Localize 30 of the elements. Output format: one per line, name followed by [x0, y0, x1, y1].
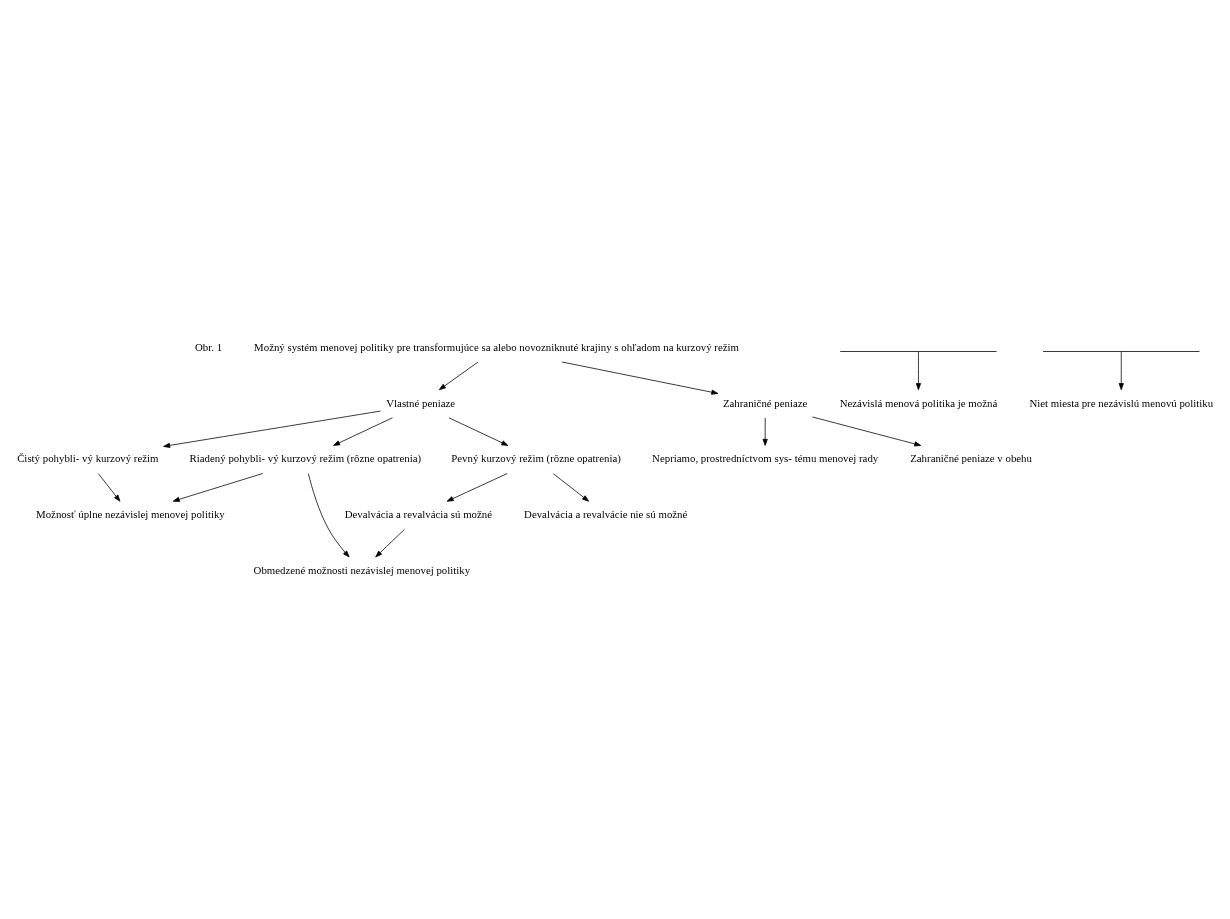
arrow: [307, 473, 350, 558]
node-text: Možnosť úplne nezávislej menovej politiky: [36, 508, 225, 521]
node-text: Riadený pohybli- vý kurzový režim (rôzne opatrenia): [189, 452, 422, 465]
node-text: Pevný kurzový režim (rôzne opatrenia): [451, 452, 621, 465]
node-text: Zahraničné peniaze: [722, 396, 808, 409]
arrow: [438, 361, 479, 391]
node-text: Zahraničné peniaze v obehu: [910, 452, 1032, 465]
node-text: Nezávislá menová politika je možná: [839, 396, 998, 409]
node-text: Čistý pohybli- vý kurzový režim: [17, 452, 159, 465]
label: Obr. 1: [195, 340, 223, 353]
arrow: [552, 473, 590, 502]
arrow: [172, 473, 264, 502]
arrow: [375, 529, 405, 558]
arrow: [1042, 351, 1200, 391]
node-text: Obmedzené možnosti nezávislej menovej politiky: [253, 563, 471, 576]
node-text: Niet miesta pre nezávislú menovú politiku: [1029, 396, 1214, 409]
node-text: Devalvácia a revalvácie nie sú možné: [524, 508, 688, 521]
arrow: [839, 351, 997, 391]
arrow: [98, 473, 121, 502]
node-text: Vlastné peniaze: [386, 396, 456, 409]
arrow: [812, 416, 922, 447]
node-text: Devalvácia a revalvácia sú možné: [344, 508, 493, 521]
node-text: Možný systém menovej politiky pre transformujúce sa alebo novozniknuté krajiny s ohľadom na kurzový režim: [254, 340, 740, 353]
arrow: [448, 417, 509, 446]
arrow: [163, 410, 381, 448]
arrow: [333, 417, 393, 446]
arrow: [762, 417, 768, 446]
arrow: [561, 361, 719, 395]
node-text: Nepriamo, prostredníctvom sys- tému menovej rady: [652, 452, 879, 465]
arrow: [446, 473, 508, 502]
